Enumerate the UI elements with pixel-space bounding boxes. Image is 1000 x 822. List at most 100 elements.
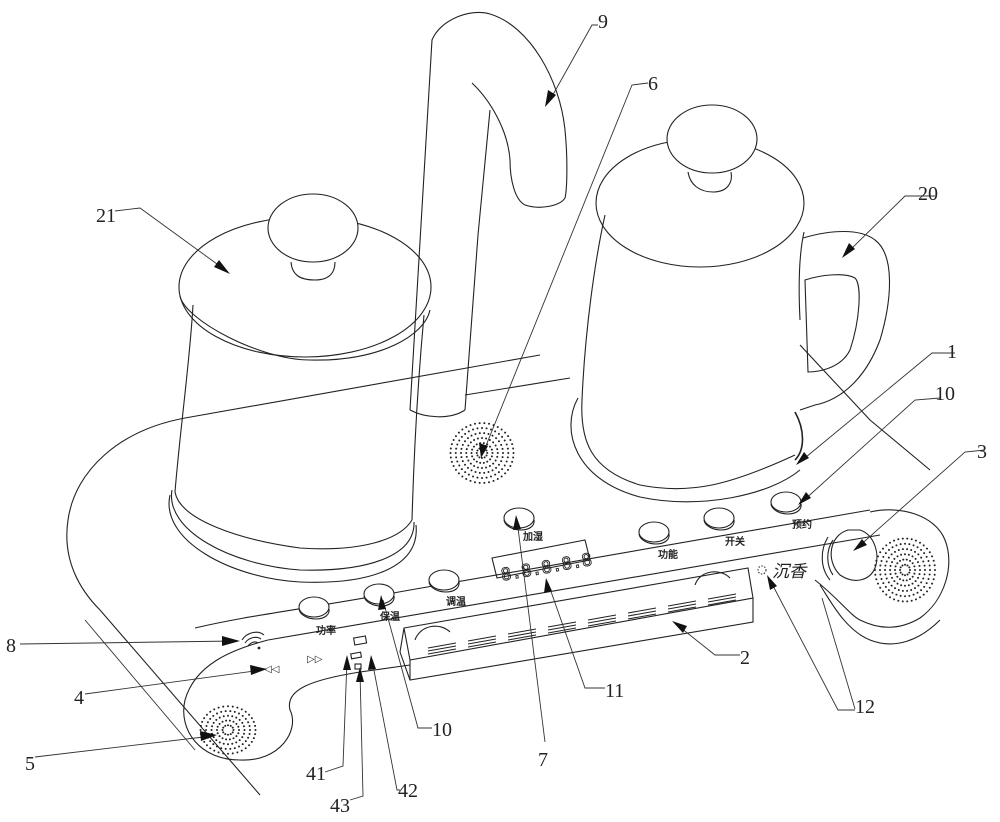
grille-dot xyxy=(218,716,221,719)
grille-dot xyxy=(227,743,229,746)
grille-dot xyxy=(500,475,503,478)
grille-dot xyxy=(884,564,887,567)
grille-dot xyxy=(879,551,882,554)
grille-dot xyxy=(206,721,209,724)
grille-dot xyxy=(450,443,453,446)
tray-slot xyxy=(587,620,617,627)
grille-dot xyxy=(902,558,905,561)
grille-dot xyxy=(880,560,883,563)
grille-dot xyxy=(215,739,218,742)
tray-slot xyxy=(427,642,457,649)
grille-dot xyxy=(456,460,459,463)
grille-dot xyxy=(485,437,488,440)
grille-dot xyxy=(220,710,223,713)
grille-dot xyxy=(887,581,890,584)
grille-dot xyxy=(906,600,909,603)
grille-dot xyxy=(485,466,488,469)
grille-dot xyxy=(222,715,225,718)
grille-dot xyxy=(501,456,504,459)
grille-dot xyxy=(241,743,244,746)
grille-dot xyxy=(471,455,474,458)
grille-dot xyxy=(460,456,463,459)
grille-dot xyxy=(240,708,243,711)
grille-dot xyxy=(908,571,911,574)
grille-dot xyxy=(925,582,928,585)
grille-dot xyxy=(899,571,902,574)
grille-dot xyxy=(225,719,228,722)
grille-dot xyxy=(512,456,515,459)
grille-dot xyxy=(238,718,241,721)
grille-dot xyxy=(497,463,500,466)
grille-dot xyxy=(465,426,468,429)
grille-dot xyxy=(494,459,497,462)
grille-dot xyxy=(486,460,489,463)
grille-dot xyxy=(504,431,507,434)
grille-dot xyxy=(928,564,931,567)
grille-dot xyxy=(910,599,913,602)
grille-dot xyxy=(916,576,919,579)
grille-dot xyxy=(457,472,460,475)
leader-lines xyxy=(19,24,986,801)
grille-dot xyxy=(882,590,885,593)
grille-dot xyxy=(887,589,890,592)
grille-dot xyxy=(879,573,882,576)
fragrance-area: 沉香 xyxy=(757,562,808,582)
grille-dot xyxy=(227,724,229,727)
grille-dot xyxy=(910,549,913,552)
grille-dot xyxy=(891,546,894,549)
button-schedule[interactable]: 预约 xyxy=(770,491,812,531)
grille-dot xyxy=(465,448,468,451)
tray-slots xyxy=(427,593,737,655)
grille-dot xyxy=(217,706,220,709)
grille-dot xyxy=(242,732,245,735)
tray-slot xyxy=(627,607,657,614)
grille-dot xyxy=(922,577,925,580)
grille-dot xyxy=(475,460,478,463)
grille-dot xyxy=(231,731,234,734)
grille-dot xyxy=(894,550,896,553)
grille-dot xyxy=(473,422,476,425)
tray-slot xyxy=(707,599,737,606)
wifi-icon[interactable] xyxy=(241,631,265,650)
grille-dot xyxy=(464,463,467,466)
grille-dot xyxy=(222,752,225,755)
grille-dot xyxy=(248,713,251,716)
tray-slot xyxy=(427,645,457,652)
button-temp-adjust[interactable]: 调温 xyxy=(428,569,466,608)
rewind-icon[interactable]: ◁◁ xyxy=(264,664,280,675)
grille-dot xyxy=(233,747,236,750)
label-12: 12 xyxy=(855,696,875,718)
grille-dot xyxy=(490,448,493,451)
grille-dot xyxy=(901,589,904,592)
grille-dot xyxy=(503,464,506,467)
forward-icon[interactable]: ▷▷ xyxy=(307,654,323,665)
grille-dot xyxy=(902,579,905,582)
grille-dot xyxy=(476,449,479,452)
label-42: 42 xyxy=(398,780,418,802)
grille-dot xyxy=(899,569,901,571)
grille-dot xyxy=(506,447,509,450)
grille-dot xyxy=(917,553,920,556)
grille-dot xyxy=(492,479,495,482)
grille-dot xyxy=(507,468,510,471)
grille-dot xyxy=(467,444,470,447)
grille-dot xyxy=(897,538,900,541)
label-41: 41 xyxy=(306,763,326,785)
tray-slot xyxy=(467,641,497,648)
grille-dot xyxy=(485,454,488,457)
button-add-water[interactable]: 加湿 xyxy=(503,507,543,543)
grille-dot xyxy=(485,449,488,452)
button-on-off[interactable]: 开关 xyxy=(703,507,745,548)
button-function[interactable]: 功能 xyxy=(638,521,678,561)
grille-dot xyxy=(927,577,930,580)
tray-slot xyxy=(427,648,457,655)
right-rotary-knob[interactable] xyxy=(821,529,878,581)
reference-numerals: 21 9 6 20 1 10 3 8 4 5 41 43 42 10 7 11 … xyxy=(6,11,987,817)
grille-dot xyxy=(916,561,919,564)
grille-dot xyxy=(450,460,453,463)
button-power[interactable]: 功率 xyxy=(298,596,336,637)
grille-dot xyxy=(891,561,894,564)
grille-dot xyxy=(875,578,878,581)
grille-dot xyxy=(224,710,227,713)
grille-dot xyxy=(486,452,489,454)
